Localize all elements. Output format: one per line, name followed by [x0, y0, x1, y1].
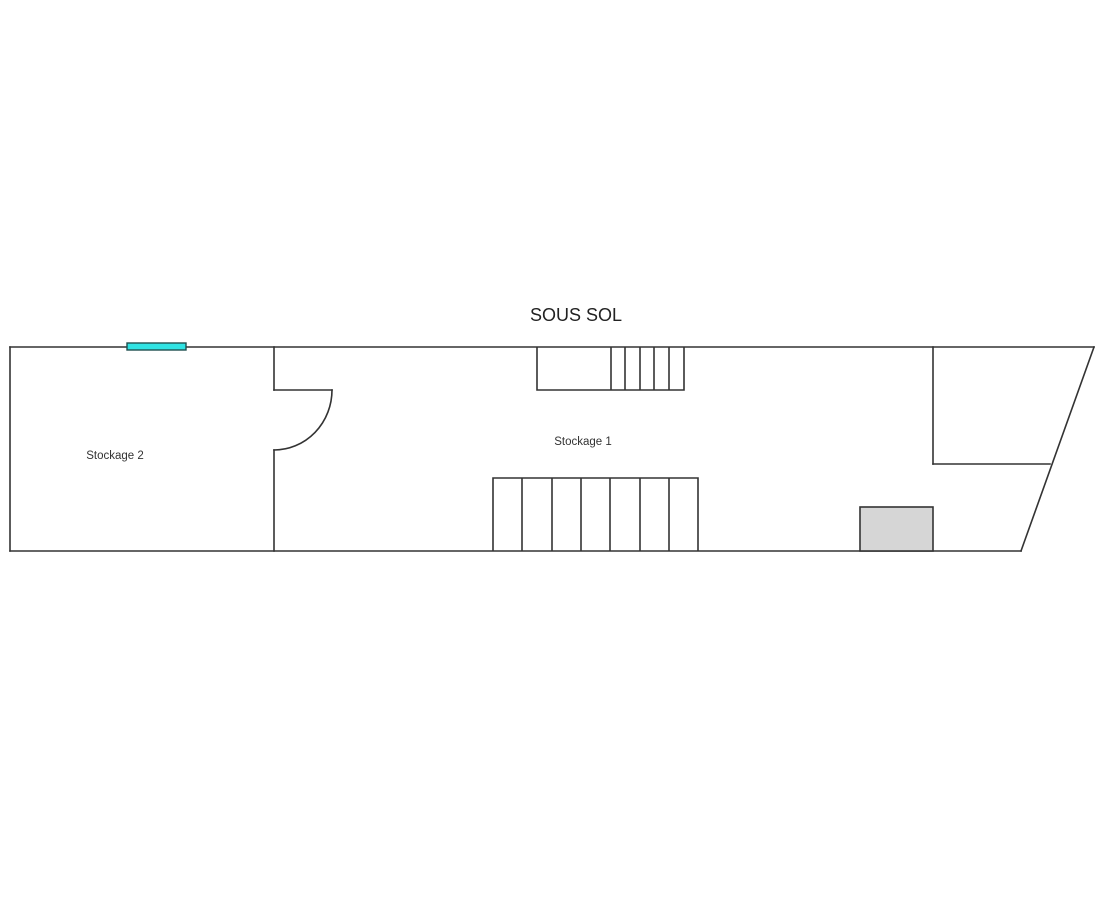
plan-title: SOUS SOL	[530, 305, 622, 325]
door-swing-icon	[273, 389, 333, 451]
stair-bottom-outline	[492, 477, 699, 551]
room-label-stockage-1: Stockage 1	[554, 436, 612, 448]
right-partition	[932, 346, 1051, 465]
wall-right-slanted	[1019, 345, 1096, 553]
partition-wall-with-door	[273, 346, 333, 552]
outer-walls	[9, 345, 1096, 553]
window-icon	[126, 342, 187, 351]
staircase-top-icon	[536, 347, 685, 391]
door-arc	[273, 389, 333, 451]
fixture-box-icon	[859, 506, 934, 552]
staircase-bottom-icon	[492, 477, 699, 551]
room-label-stockage-2: Stockage 2	[86, 450, 144, 462]
